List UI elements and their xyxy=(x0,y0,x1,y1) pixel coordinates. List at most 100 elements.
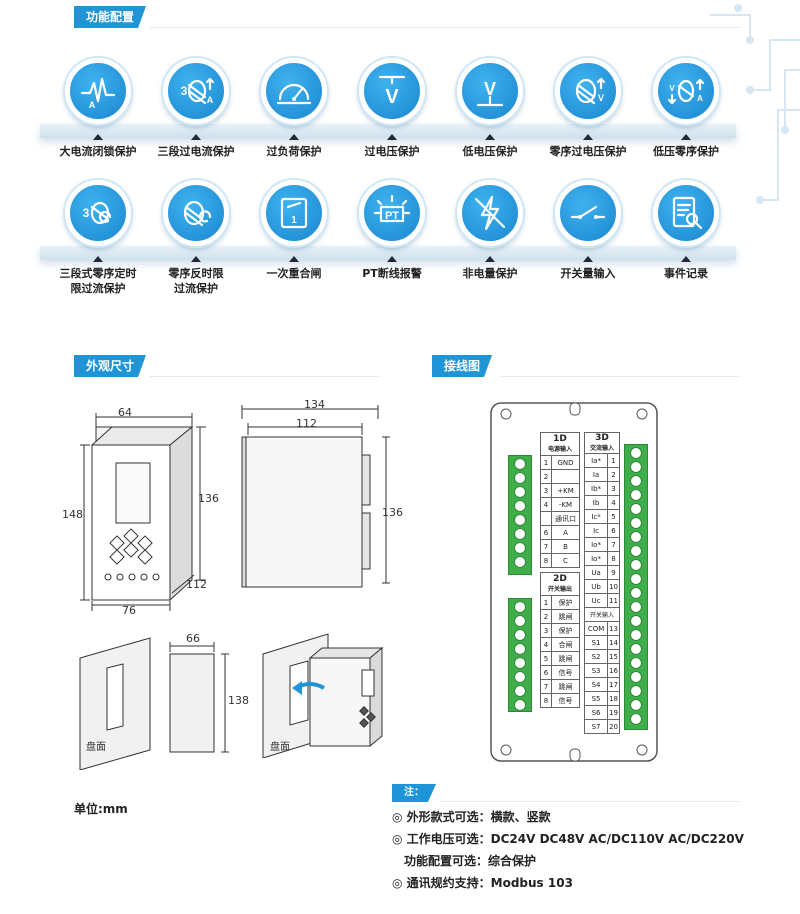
panel-label: 盘面 xyxy=(270,742,290,753)
zero-sequence-inverse-icon xyxy=(163,180,229,246)
dim-front-width: 64 xyxy=(118,406,132,419)
terminal-strip-3d xyxy=(624,444,648,730)
terminal-signal: 跳闸 xyxy=(551,651,580,666)
feature-label: 三段式零序定时限过流保护 xyxy=(59,267,137,295)
feature-label: 零序过电压保护 xyxy=(549,145,627,158)
terminal-signal: Uc xyxy=(583,593,609,608)
feature-item: 开关量输入 xyxy=(538,180,638,281)
terminal-screw xyxy=(630,671,642,683)
terminal-screw xyxy=(514,486,526,498)
terminal-number: 15 xyxy=(607,649,620,664)
terminal-number: 2 xyxy=(540,469,552,484)
terminal-screw xyxy=(514,629,526,641)
feature-label: PT断线报警 xyxy=(362,267,422,280)
note-function: 功能配置可选：综合保护 xyxy=(404,854,537,868)
pointer-triangle xyxy=(93,134,103,140)
terminal-screw xyxy=(630,699,642,711)
terminal-screw xyxy=(630,503,642,515)
terminal-number: 4 xyxy=(607,495,620,510)
terminal-number: 4 xyxy=(540,637,552,652)
feature-label: 零序反时限过流保护 xyxy=(168,267,224,295)
block-3d-label: 3D xyxy=(595,433,609,443)
terminal-screw xyxy=(514,643,526,655)
terminal-number: 8 xyxy=(607,551,620,566)
block-1d-label: 1D xyxy=(553,434,567,444)
terminal-number: 4 xyxy=(540,497,552,512)
terminal-number: 7 xyxy=(607,537,620,552)
terminal-strip-2d xyxy=(508,598,532,712)
svg-text:1: 1 xyxy=(291,215,297,226)
front-view-drawing xyxy=(80,413,206,611)
table-row: Io*8 xyxy=(583,551,620,566)
terminal-screw xyxy=(514,699,526,711)
terminal-signal: 合闸 xyxy=(551,637,580,652)
terminal-screw xyxy=(514,458,526,470)
block-2d-sub: 开关输出 xyxy=(547,586,572,593)
pointer-triangle xyxy=(387,134,397,140)
reclose-icon: 1 xyxy=(261,180,327,246)
feature-label: 一次重合闸 xyxy=(266,267,322,280)
feature-shelf-2 xyxy=(40,246,736,260)
dim-front-height-inner: 136 xyxy=(198,492,219,505)
table-row: Io*7 xyxy=(583,537,620,552)
terminal-signal: +KM xyxy=(551,483,580,498)
feature-item: 1 一次重合闸 xyxy=(244,180,344,281)
terminal-signal: 保护 xyxy=(551,623,580,638)
svg-text:3: 3 xyxy=(181,84,188,98)
pointer-triangle xyxy=(289,256,299,262)
pointer-triangle xyxy=(191,134,201,140)
panel-cutout-drawing xyxy=(79,637,229,770)
terminal-number: 14 xyxy=(607,635,620,650)
divider xyxy=(500,376,740,377)
terminal-number: 5 xyxy=(607,509,620,524)
terminal-signal: S3 xyxy=(583,663,609,678)
svg-text:A: A xyxy=(207,95,214,105)
svg-text:3: 3 xyxy=(83,206,90,220)
feature-label: 事件记录 xyxy=(664,267,708,280)
terminal-screw xyxy=(514,514,526,526)
terminal-screw xyxy=(630,657,642,669)
dim-side-height: 136 xyxy=(382,506,403,519)
note-style: ◎ 外形款式可选：横款、竖款 xyxy=(392,810,551,824)
terminal-screw xyxy=(630,447,642,459)
terminal-screw xyxy=(514,556,526,568)
feature-shelf-1 xyxy=(40,124,736,138)
pointer-triangle xyxy=(681,134,691,140)
dim-side-body: 112 xyxy=(296,417,317,430)
terminal-screw xyxy=(514,542,526,554)
terminal-number: 7 xyxy=(540,679,552,694)
terminal-number: 16 xyxy=(607,663,620,678)
surge-current-icon: A xyxy=(65,58,131,124)
svg-text:V: V xyxy=(484,79,496,99)
dim-front-height-outer: 148 xyxy=(62,508,83,521)
pointer-triangle xyxy=(681,256,691,262)
terminal-number: 6 xyxy=(607,523,620,538)
feature-label: 三段过电流保护 xyxy=(157,145,235,158)
terminal-number: 1 xyxy=(540,455,552,470)
terminal-signal: 信号 xyxy=(551,665,580,680)
terminal-signal xyxy=(551,469,580,484)
terminal-screw xyxy=(630,643,642,655)
svg-text:V: V xyxy=(385,86,399,108)
